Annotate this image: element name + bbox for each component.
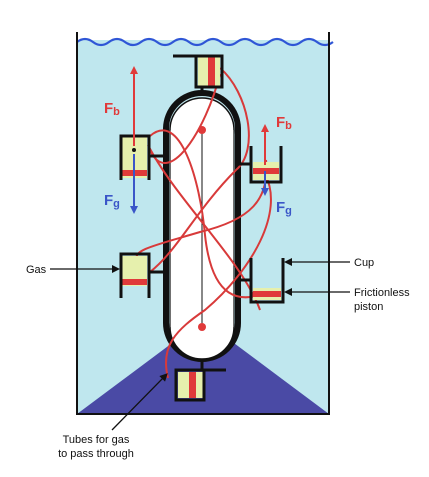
tube-6 <box>164 173 272 379</box>
cup-lower-left-piston <box>121 279 147 285</box>
gas-label: Gas <box>26 264 47 276</box>
piston-label-line2: piston <box>354 301 383 313</box>
cup-label: Cup <box>354 257 374 269</box>
gravity-label-left: Fg <box>104 192 120 210</box>
tubes-label-line1: Tubes for gas <box>63 434 130 446</box>
tubes-label-line2: to pass through <box>58 448 134 460</box>
tube-1 <box>149 67 250 273</box>
water-surface-wave <box>76 37 334 47</box>
cup-top <box>173 54 224 93</box>
gravity-label-right: Fg <box>276 199 292 217</box>
piston-label-line1: Frictionless <box>354 287 410 299</box>
bottom-pulley-hub <box>198 323 206 331</box>
tube-5 <box>149 73 221 164</box>
cup-lower-left <box>119 252 166 298</box>
cup-lower-right <box>238 258 285 304</box>
tubes-pointer <box>111 373 168 431</box>
cup-lower-right-piston <box>253 291 281 297</box>
tube-2 <box>149 129 269 299</box>
cup-bottom <box>174 359 226 402</box>
cup-top-piston <box>208 56 215 86</box>
cup-bottom-piston <box>189 372 196 398</box>
buoyancy-label-left: Fb <box>104 100 120 118</box>
buoyancy-label-right: Fb <box>276 114 292 132</box>
